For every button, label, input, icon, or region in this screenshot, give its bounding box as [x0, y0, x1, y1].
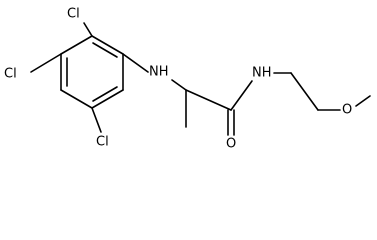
benzene-ring [60, 35, 124, 109]
bond-ring-nh [122, 53, 149, 73]
atom-cl-bottom: Cl [96, 135, 109, 150]
ring-double-1 [92, 42, 118, 58]
bond-ch-carbonyl [185, 89, 232, 111]
ring-bond-4 [60, 89, 93, 109]
atom-cl-left: Cl [4, 67, 17, 82]
bond-nh-ch [171, 79, 187, 91]
molecule-drawing: Cl Cl Cl NH NH O O [4, 7, 371, 152]
atom-nh-amide: NH [252, 66, 272, 81]
bond-c-cl-bottom [91, 107, 102, 133]
atom-o-carbonyl: O [226, 137, 236, 152]
bond-ch2-ch2 [290, 72, 319, 111]
atom-o-ether: O [342, 103, 352, 118]
bond-c-cl-left [30, 53, 62, 73]
bond-carbonyl-nh [230, 80, 253, 111]
bond-o-methyl [355, 95, 371, 107]
ring-double-2 [92, 86, 118, 102]
atom-cl-top: Cl [67, 7, 80, 22]
ring-bond-1 [91, 35, 124, 55]
structure-diagram: Cl Cl Cl NH NH O O [4, 7, 371, 152]
ring-bond-6 [60, 35, 93, 55]
bond-c-cl-top [83, 22, 93, 37]
atom-nh-aniline: NH [149, 65, 169, 80]
ring-bond-3 [91, 89, 124, 109]
